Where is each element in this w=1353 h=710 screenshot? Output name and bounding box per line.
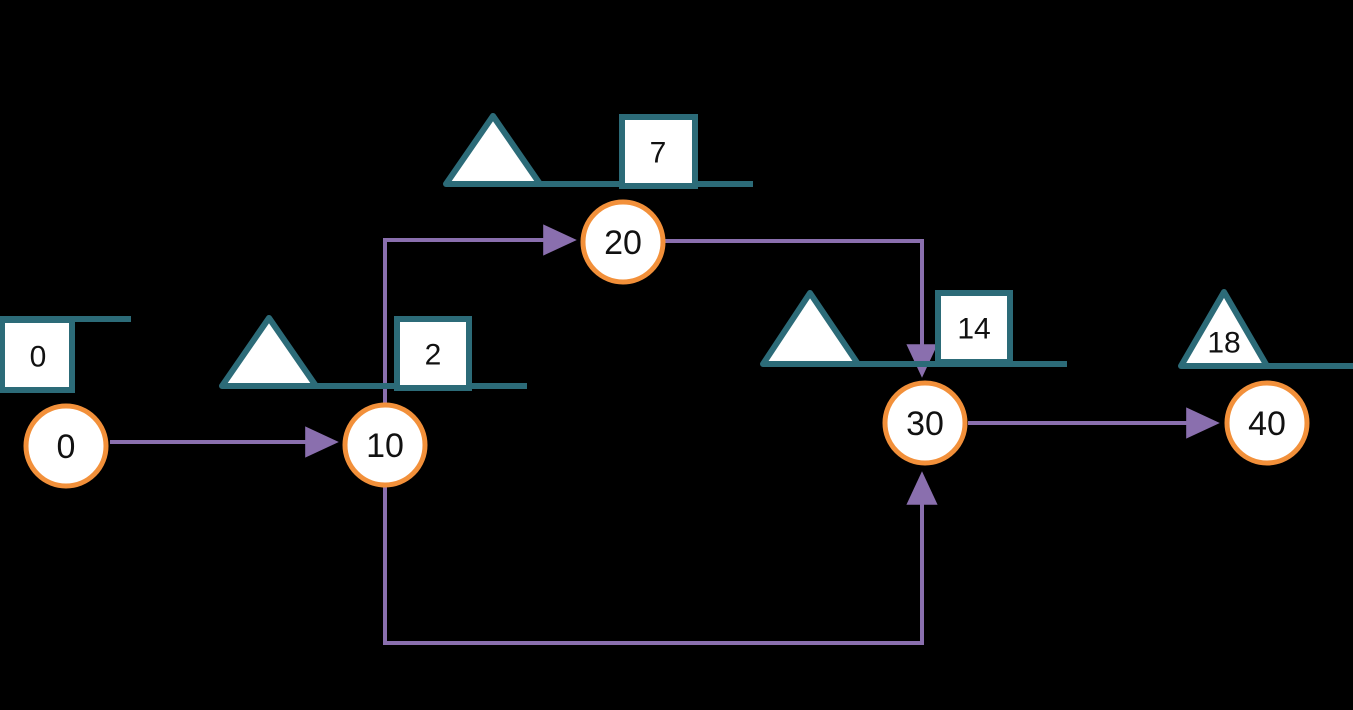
node-layer: 0 10 20 30 40 — [23, 199, 1310, 489]
marker-triangle-label-18: 18 — [1207, 327, 1240, 360]
edge-20-to-30 — [665, 239, 938, 378]
marker-box-shape-7 — [619, 114, 698, 189]
node-label-40: 40 — [1248, 405, 1286, 443]
node-label-30: 30 — [906, 405, 944, 443]
marker-box-label-14: 14 — [957, 313, 990, 346]
marker-triangle-7 — [443, 113, 543, 187]
marker-box-shape-2 — [394, 316, 472, 391]
marker-triangle-2 — [219, 315, 319, 389]
node-10[interactable]: 10 — [342, 402, 428, 488]
marker-group-14: 14 — [760, 290, 1067, 367]
marker-box-shape-0 — [0, 317, 75, 393]
marker-layer: 0 2 7 14 — [0, 113, 1353, 393]
node-label-10: 10 — [366, 427, 404, 465]
node-circle-10[interactable] — [342, 402, 428, 488]
marker-group-18: 18 — [1178, 289, 1353, 369]
marker-box-label-7: 7 — [650, 137, 667, 170]
edge-10-to-30 — [383, 471, 938, 645]
node-20[interactable]: 20 — [580, 199, 666, 285]
node-label-20: 20 — [604, 224, 642, 262]
node-0[interactable]: 0 — [23, 403, 109, 489]
marker-box-0: 0 — [0, 316, 131, 393]
marker-triangle-14 — [760, 290, 861, 367]
node-label-0: 0 — [57, 428, 76, 466]
node-circle-30[interactable] — [882, 380, 968, 466]
edge-layer — [110, 224, 1220, 645]
marker-box-label-0: 0 — [30, 341, 47, 374]
marker-triangle-18 — [1178, 289, 1270, 369]
node-circle-20[interactable] — [580, 199, 666, 285]
node-40[interactable]: 40 — [1224, 380, 1310, 466]
marker-group-2: 2 — [219, 315, 527, 391]
node-circle-40[interactable] — [1224, 380, 1310, 466]
edge-10-to-20 — [383, 224, 577, 403]
marker-box-shape-14 — [935, 290, 1013, 365]
node-circle-0[interactable] — [23, 403, 109, 489]
node-30[interactable]: 30 — [882, 380, 968, 466]
marker-box-label-2: 2 — [425, 339, 442, 372]
marker-group-7: 7 — [443, 113, 753, 189]
